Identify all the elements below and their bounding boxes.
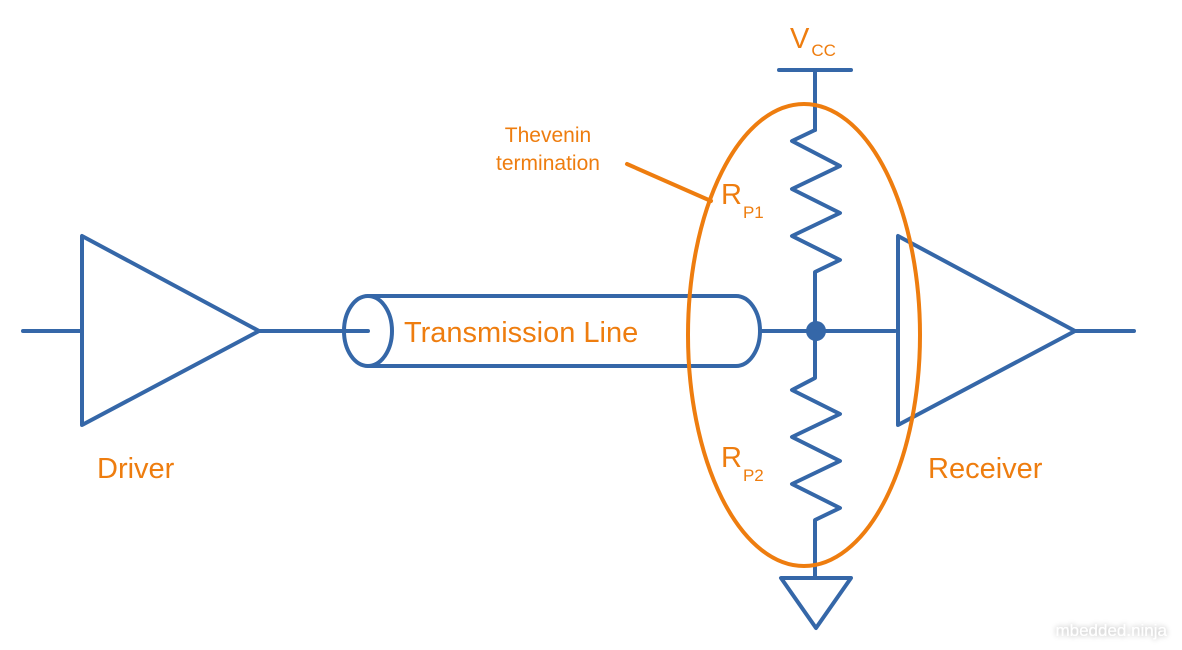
transmission-line <box>342 294 897 368</box>
receiver-buffer <box>896 234 1136 427</box>
driver-triangle-icon <box>80 234 261 427</box>
annotation-leader-line <box>625 162 713 203</box>
ground-icon <box>779 576 853 630</box>
driver-buffer <box>21 234 370 427</box>
annotation-line-2: termination <box>496 152 600 175</box>
rp2-label: RP2 <box>721 442 764 485</box>
receiver-triangle-icon <box>896 234 1077 427</box>
thevenin-termination-ellipse <box>686 102 922 568</box>
receiver-label: Receiver <box>928 453 1043 485</box>
watermark: mbedded.ninja <box>1055 621 1167 640</box>
rp1-resistor-icon <box>790 128 842 333</box>
vcc-rail <box>777 68 853 132</box>
annotation-line-1: Thevenin <box>505 124 591 147</box>
rp1-label: RP1 <box>721 179 764 222</box>
driver-label: Driver <box>97 453 175 485</box>
transmission-line-label: Transmission Line <box>404 317 638 349</box>
rp2-resistor-icon <box>790 329 842 580</box>
